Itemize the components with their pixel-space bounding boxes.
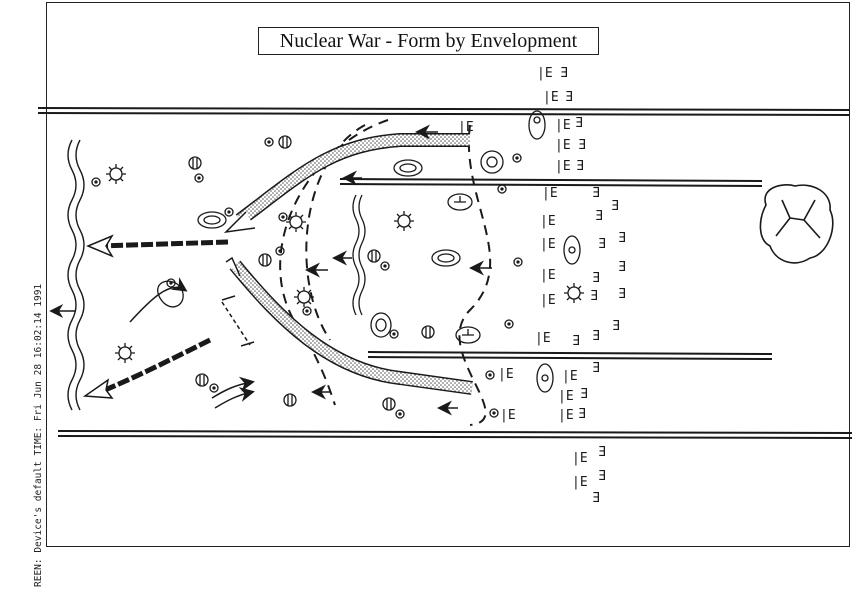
final-objective [759, 184, 834, 264]
svg-text:|E: |E [500, 408, 516, 423]
svg-text:|E: |E [535, 331, 551, 346]
svg-text:|E: |E [572, 475, 588, 490]
diagram-frame [46, 2, 850, 547]
svg-text:|E: |E [555, 118, 571, 133]
svg-text:|E: |E [558, 408, 574, 423]
svg-text:Ǝ: Ǝ [592, 186, 600, 201]
svg-text:Ǝ: Ǝ [560, 66, 568, 81]
svg-text:Ǝ: Ǝ [611, 199, 619, 214]
svg-text:Ǝ: Ǝ [598, 237, 606, 252]
svg-text:Ǝ: Ǝ [578, 138, 586, 153]
sensor-symbols [106, 164, 584, 363]
encirclement-dashed-lines [279, 119, 492, 426]
svg-text:Ǝ: Ǝ [592, 491, 600, 506]
svg-text:Ǝ: Ǝ [612, 319, 620, 334]
svg-text:Ǝ: Ǝ [590, 289, 598, 304]
svg-text:|E: |E [555, 159, 571, 174]
svg-text:Ǝ: Ǝ [595, 209, 603, 224]
svg-text:|E: |E [537, 66, 553, 81]
svg-text:Ǝ: Ǝ [575, 116, 583, 131]
target-markers [91, 135, 523, 419]
svg-text:|E: |E [558, 389, 574, 404]
svg-text:|E: |E [540, 237, 556, 252]
forward-line-inner [352, 194, 366, 316]
svg-text:Ǝ: Ǝ [618, 231, 626, 246]
svg-text:Ǝ: Ǝ [592, 271, 600, 286]
svg-text:|E: |E [542, 186, 558, 201]
svg-text:|E: |E [540, 268, 556, 283]
svg-text:|E: |E [543, 90, 559, 105]
svg-text:Ǝ: Ǝ [592, 361, 600, 376]
svg-text:Ǝ: Ǝ [598, 469, 606, 484]
svg-text:|E: |E [562, 369, 578, 384]
svg-text:Ǝ: Ǝ [578, 407, 586, 422]
svg-text:|E: |E [458, 120, 474, 135]
north-envelopment-arrow [223, 133, 470, 234]
svg-text:|E: |E [540, 214, 556, 229]
svg-text:Ǝ: Ǝ [592, 329, 600, 344]
svg-text:|E: |E [540, 293, 556, 308]
pursuit-arrows [82, 234, 229, 399]
svg-text:Ǝ: Ǝ [576, 159, 584, 174]
svg-text:Ǝ: Ǝ [598, 445, 606, 460]
svg-text:|E: |E [572, 451, 588, 466]
svg-text:Ǝ: Ǝ [572, 334, 580, 349]
svg-text:Ǝ: Ǝ [618, 260, 626, 275]
svg-text:Ǝ: Ǝ [580, 387, 588, 402]
svg-text:Ǝ: Ǝ [565, 90, 573, 105]
svg-text:|E: |E [555, 138, 571, 153]
forward-line-left [49, 139, 85, 411]
south-envelopment-arrow [225, 256, 473, 395]
corridor-lines [37, 107, 853, 439]
diagram-title: Nuclear War - Form by Envelopment [258, 27, 599, 55]
svg-text:Ǝ: Ǝ [618, 287, 626, 302]
svg-text:|E: |E [498, 367, 514, 382]
blocking-marker [221, 295, 255, 347]
objective-ovals [157, 110, 581, 393]
